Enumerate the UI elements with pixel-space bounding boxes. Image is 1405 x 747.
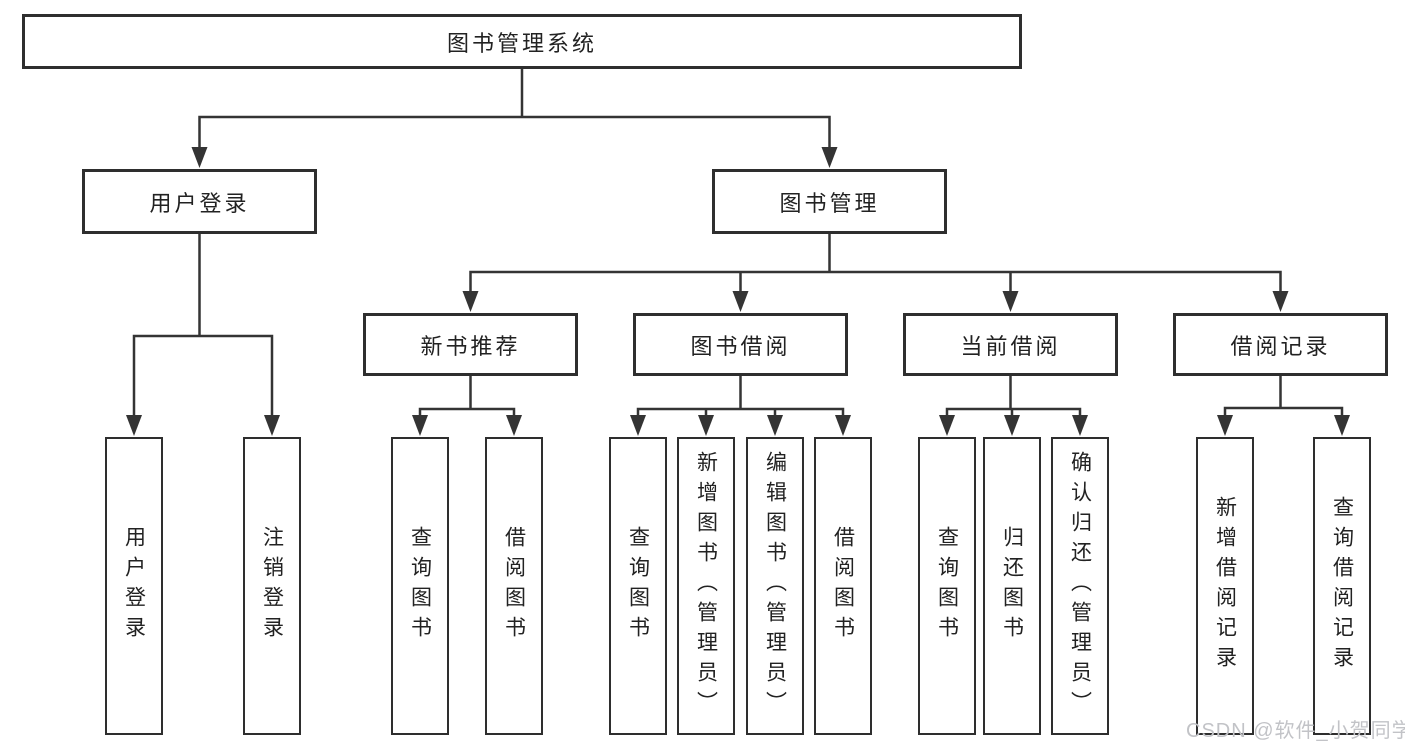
connector-book-borrow: [630, 374, 851, 436]
node-leaf-confirm-return-admin: 确认归还（管理员）: [1051, 437, 1109, 735]
watermark-text: CSDN @软件_小贺同学: [1186, 720, 1405, 742]
connector-user-login: [126, 232, 280, 436]
arrowhead-icon: [264, 415, 280, 436]
connector-new-books: [412, 374, 522, 436]
arrowhead-icon: [821, 147, 838, 168]
connector-root: [191, 67, 838, 168]
arrowhead-icon: [191, 147, 208, 168]
arrowhead-icon: [126, 415, 142, 436]
arrowhead-icon: [506, 415, 522, 436]
arrowhead-icon: [732, 291, 749, 312]
arrowhead-icon: [1217, 415, 1233, 436]
connector-book-mgmt: [462, 232, 1289, 312]
node-new-book-recommend: 新书推荐: [363, 313, 578, 376]
arrowhead-icon: [412, 415, 428, 436]
node-leaf-user-login: 用户登录: [105, 437, 163, 735]
node-leaf-query-borrow-record: 查询借阅记录: [1313, 437, 1371, 735]
node-leaf-query-book: 查询图书: [391, 437, 449, 735]
arrowhead-icon: [462, 291, 479, 312]
node-leaf-query-book: 查询图书: [609, 437, 667, 735]
connector-borrow-records: [1217, 374, 1350, 436]
connector-current-borrow: [939, 374, 1088, 436]
arrowhead-icon: [835, 415, 851, 436]
node-borrow-records: 借阅记录: [1173, 313, 1388, 376]
node-book-management: 图书管理: [712, 169, 947, 234]
node-leaf-add-borrow-record: 新增借阅记录: [1196, 437, 1254, 735]
node-current-borrow: 当前借阅: [903, 313, 1118, 376]
node-leaf-edit-book-admin: 编辑图书（管理员）: [746, 437, 804, 735]
arrowhead-icon: [1004, 415, 1020, 436]
arrowhead-icon: [767, 415, 783, 436]
node-book-borrow: 图书借阅: [633, 313, 848, 376]
node-leaf-borrow-book: 借阅图书: [485, 437, 543, 735]
node-system-root: 图书管理系统: [22, 14, 1022, 69]
arrowhead-icon: [1072, 415, 1088, 436]
node-leaf-add-book-admin: 新增图书（管理员）: [677, 437, 735, 735]
arrowhead-icon: [698, 415, 714, 436]
arrowhead-icon: [630, 415, 646, 436]
arrowhead-icon: [1272, 291, 1289, 312]
node-user-login: 用户登录: [82, 169, 317, 234]
node-leaf-query-book: 查询图书: [918, 437, 976, 735]
node-leaf-logout: 注销登录: [243, 437, 301, 735]
arrowhead-icon: [1334, 415, 1350, 436]
node-leaf-borrow-book: 借阅图书: [814, 437, 872, 735]
arrowhead-icon: [939, 415, 955, 436]
arrowhead-icon: [1002, 291, 1019, 312]
node-leaf-return-book: 归还图书: [983, 437, 1041, 735]
